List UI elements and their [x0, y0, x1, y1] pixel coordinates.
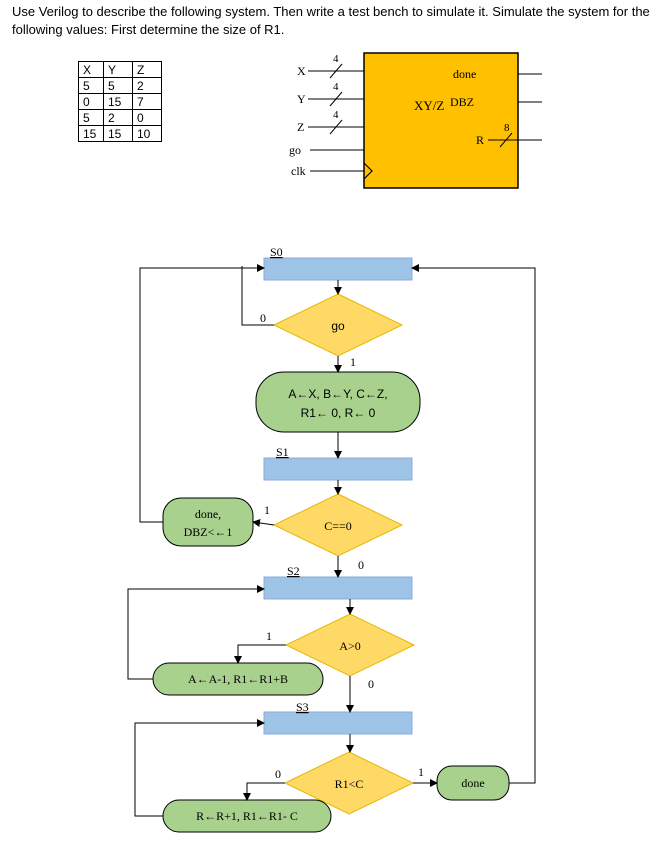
xyz-block — [363, 52, 519, 189]
branch-r-0: 0 — [275, 767, 281, 781]
output-r-label: R — [476, 133, 484, 147]
branch-a-1: 1 — [266, 629, 272, 643]
state-label-s3: S3 — [296, 700, 309, 714]
input-x-width: 4 — [333, 53, 339, 65]
action-init-line2: R1← 0, R← 0 — [301, 406, 376, 420]
input-y-label: Y — [297, 92, 306, 106]
system-block-diagram: XY/Z X Y Z go clk 4 4 4 done DBZ R 8 — [289, 52, 542, 189]
input-clk-label: clk — [291, 164, 306, 178]
output-done-label: done — [453, 67, 476, 81]
decision-r1-less-c-label: R1<C — [335, 777, 364, 791]
branch-c-1: 1 — [264, 503, 270, 517]
table-cell: 15 — [78, 125, 104, 142]
input-z-width: 4 — [333, 109, 339, 121]
output-r-width: 8 — [504, 122, 510, 134]
branch-c-0: 0 — [358, 558, 364, 572]
table-cell: 10 — [132, 125, 162, 142]
state-box-s2 — [263, 576, 413, 600]
decision-r1-less-c — [283, 751, 415, 815]
state-label-s2: S2 — [287, 564, 300, 578]
branch-a-0: 0 — [368, 677, 374, 691]
action-dbz-line1: done, — [195, 507, 221, 521]
action-divide-text: R←R+1, R1←R1- C — [196, 809, 298, 823]
action-init-line1: A←X, B←Y, C←Z, — [288, 387, 387, 401]
block-name: XY/Z — [414, 98, 444, 113]
table-row: 0 15 7 — [78, 93, 162, 110]
action-done-text: done — [461, 776, 484, 790]
input-y-width: 4 — [333, 81, 339, 93]
table-cell: 2 — [132, 77, 162, 94]
asm-chart: S0 S1 S2 S3 go C==0 A>0 R1<C A←X, B←Y, C… — [127, 245, 536, 833]
state-box-s1 — [263, 457, 413, 481]
state-box-s0 — [263, 257, 413, 281]
state-box-s3 — [263, 711, 413, 735]
decision-go-label: go — [331, 319, 345, 333]
table-cell: 15 — [103, 125, 133, 142]
table-header-row: X Y Z — [78, 61, 162, 78]
input-x-label: X — [297, 64, 306, 78]
input-go-label: go — [289, 143, 301, 157]
decision-a-positive-label: A>0 — [339, 639, 360, 653]
branch-go-0: 0 — [260, 311, 266, 325]
clock-triangle-icon — [363, 162, 373, 180]
action-dbz-line2: DBZ<←1 — [184, 525, 233, 539]
output-dbz-label: DBZ — [450, 95, 474, 109]
problem-statement: Use Verilog to describe the following sy… — [12, 4, 650, 37]
input-z-label: Z — [297, 120, 304, 134]
state-label-s1: S1 — [276, 445, 289, 459]
branch-r-1: 1 — [418, 765, 424, 779]
branch-go-1: 1 — [350, 355, 356, 369]
input-values-table: X Y Z 5 5 2 0 15 7 5 2 0 15 15 10 — [78, 61, 162, 142]
action-init — [255, 371, 421, 433]
decision-c-zero-label: C==0 — [324, 519, 352, 533]
table-row: 15 15 10 — [78, 125, 162, 142]
state-label-s0: S0 — [270, 245, 283, 259]
action-subtract-text: A←A-1, R1←R1+B — [188, 672, 288, 686]
